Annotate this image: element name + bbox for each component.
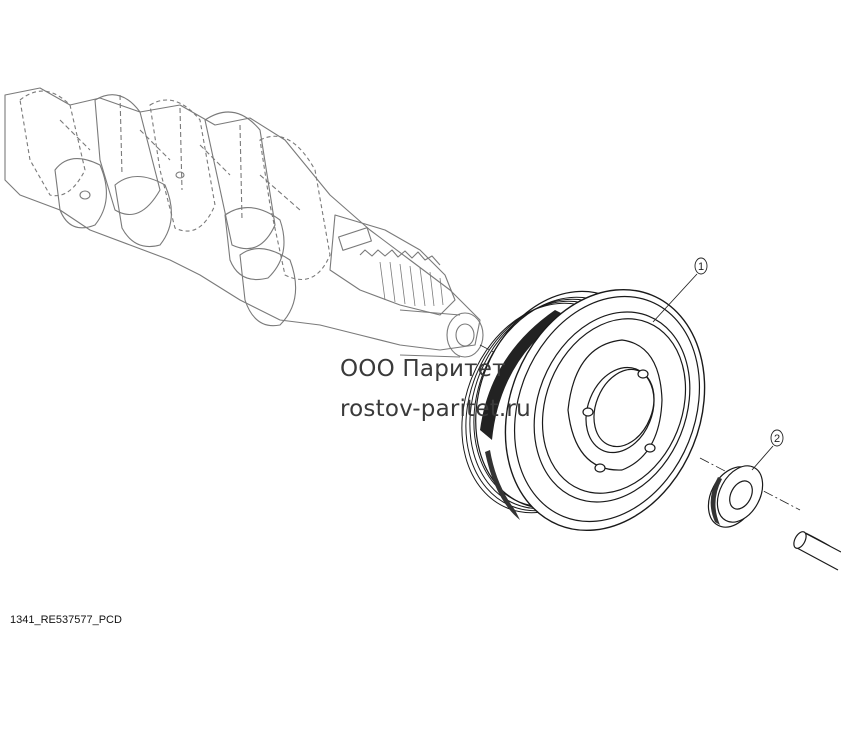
washer [707, 465, 764, 528]
callout-1: 1 [652, 257, 708, 323]
bolt-stub [793, 531, 841, 571]
drawing-id: 1341_RE537577_PCD [10, 614, 122, 626]
damper-pulley [461, 288, 706, 532]
callout-2: 2 [751, 429, 784, 471]
watermark-company: ООО Паритет [340, 356, 506, 382]
callout-2-label: 2 [774, 433, 780, 445]
watermark-website: rostov-paritet.ru [340, 396, 531, 422]
crankshaft-ghost [4, 87, 484, 358]
callout-1-label: 1 [698, 261, 704, 273]
